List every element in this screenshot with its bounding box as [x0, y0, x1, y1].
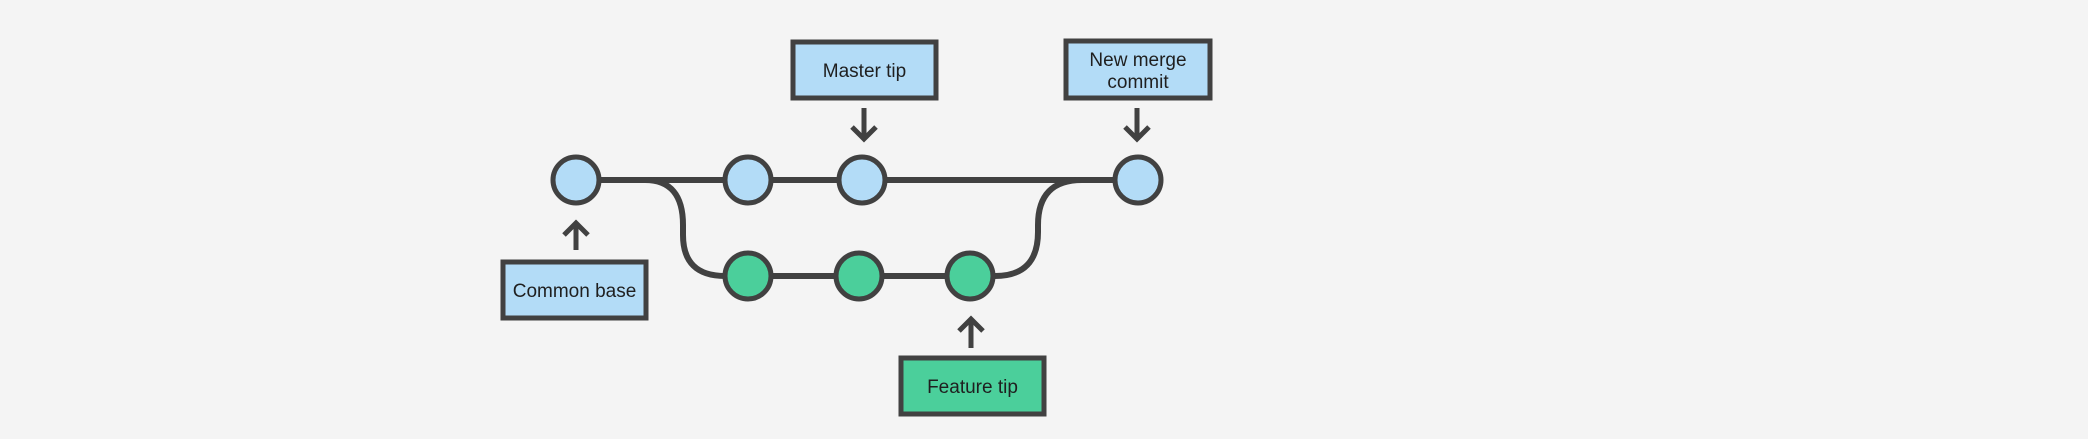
merge-curve [970, 177, 1112, 279]
feature-tip-text: Feature tip [927, 377, 1018, 398]
master-tip-label: Master tip [790, 39, 939, 101]
master-commit-tip [836, 154, 888, 206]
master-commit-2 [722, 154, 774, 206]
master-commit-base [550, 154, 602, 206]
common-base-text: Common base [513, 281, 637, 302]
feature-tip-arrow [957, 315, 985, 348]
feature-tip-label: Feature tip [898, 355, 1047, 417]
common-base-label: Common base [500, 259, 649, 321]
feature-commit-tip [944, 250, 996, 302]
master-tip-arrow [850, 108, 878, 143]
feature-commit-1 [722, 250, 774, 302]
merge-commit-text-line2: commit [1107, 72, 1169, 93]
feature-commit-2 [833, 250, 885, 302]
merge-commit [1112, 154, 1164, 206]
master-tip-text: Master tip [823, 61, 906, 82]
merge-commit-arrow [1123, 108, 1151, 143]
merge-commit-text-line1: New merge [1089, 50, 1186, 71]
merge-commit-label: New merge commit [1063, 38, 1213, 101]
fork-curve [600, 177, 748, 279]
common-base-arrow [562, 219, 590, 250]
